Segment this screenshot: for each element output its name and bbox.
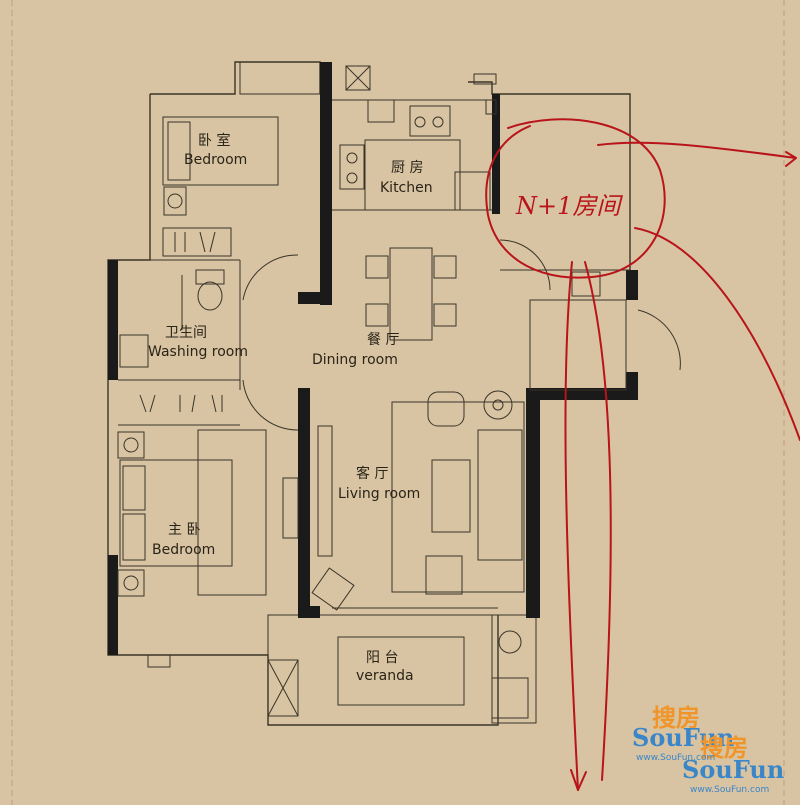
- bedroom-small-cn-label: 卧 室: [198, 132, 230, 149]
- annotation-circle: [485, 118, 666, 279]
- interior-lines: [118, 99, 681, 609]
- annotation-arrow-right: [634, 227, 800, 441]
- veranda-cn-label: 阳 台: [366, 650, 398, 666]
- watermark-en-2: SouFun: [682, 755, 784, 784]
- watermark-en-1: SouFun: [632, 723, 734, 752]
- kitchen-cn-label: 厨 房: [391, 160, 423, 176]
- dining-room-en-label: Dining room: [312, 352, 398, 368]
- red-annotation: N+1房间: [485, 118, 800, 791]
- kitchen-en-label: Kitchen: [380, 180, 433, 196]
- watermark-url-1: www.SouFun.com: [636, 753, 715, 763]
- watermark-url-2: www.SouFun.com: [690, 785, 769, 795]
- room-labels: 卧 室 Bedroom 厨 房 Kitchen 卫生间 Washing room…: [148, 132, 433, 684]
- veranda-en-label: veranda: [356, 668, 414, 684]
- living-room-en-label: Living room: [338, 486, 420, 502]
- master-bedroom-cn-label: 主 卧: [168, 522, 200, 538]
- bedroom-small-en-label: Bedroom: [184, 152, 247, 168]
- watermark-cn-2: 搜房: [700, 734, 748, 762]
- washing-room-en-label: Washing room: [148, 344, 248, 360]
- furniture: [117, 65, 601, 719]
- annotation-arrow-down-left: [564, 261, 579, 791]
- living-room-cn-label: 客 厅: [356, 465, 388, 482]
- annotation-text: N+1房间: [515, 192, 623, 220]
- soufun-watermark: 搜房 SouFun 搜房 SouFun www.SouFun.com www.S…: [632, 704, 784, 795]
- master-bedroom-en-label: Bedroom: [152, 542, 215, 558]
- walls: [108, 62, 638, 655]
- dining-room-cn-label: 餐 厅: [367, 332, 399, 348]
- annotation-arrow-down-right: [584, 261, 612, 781]
- washing-room-cn-label: 卫生间: [165, 325, 207, 341]
- watermark-cn-1: 搜房: [652, 704, 700, 732]
- annotation-arrow-top: [597, 141, 797, 159]
